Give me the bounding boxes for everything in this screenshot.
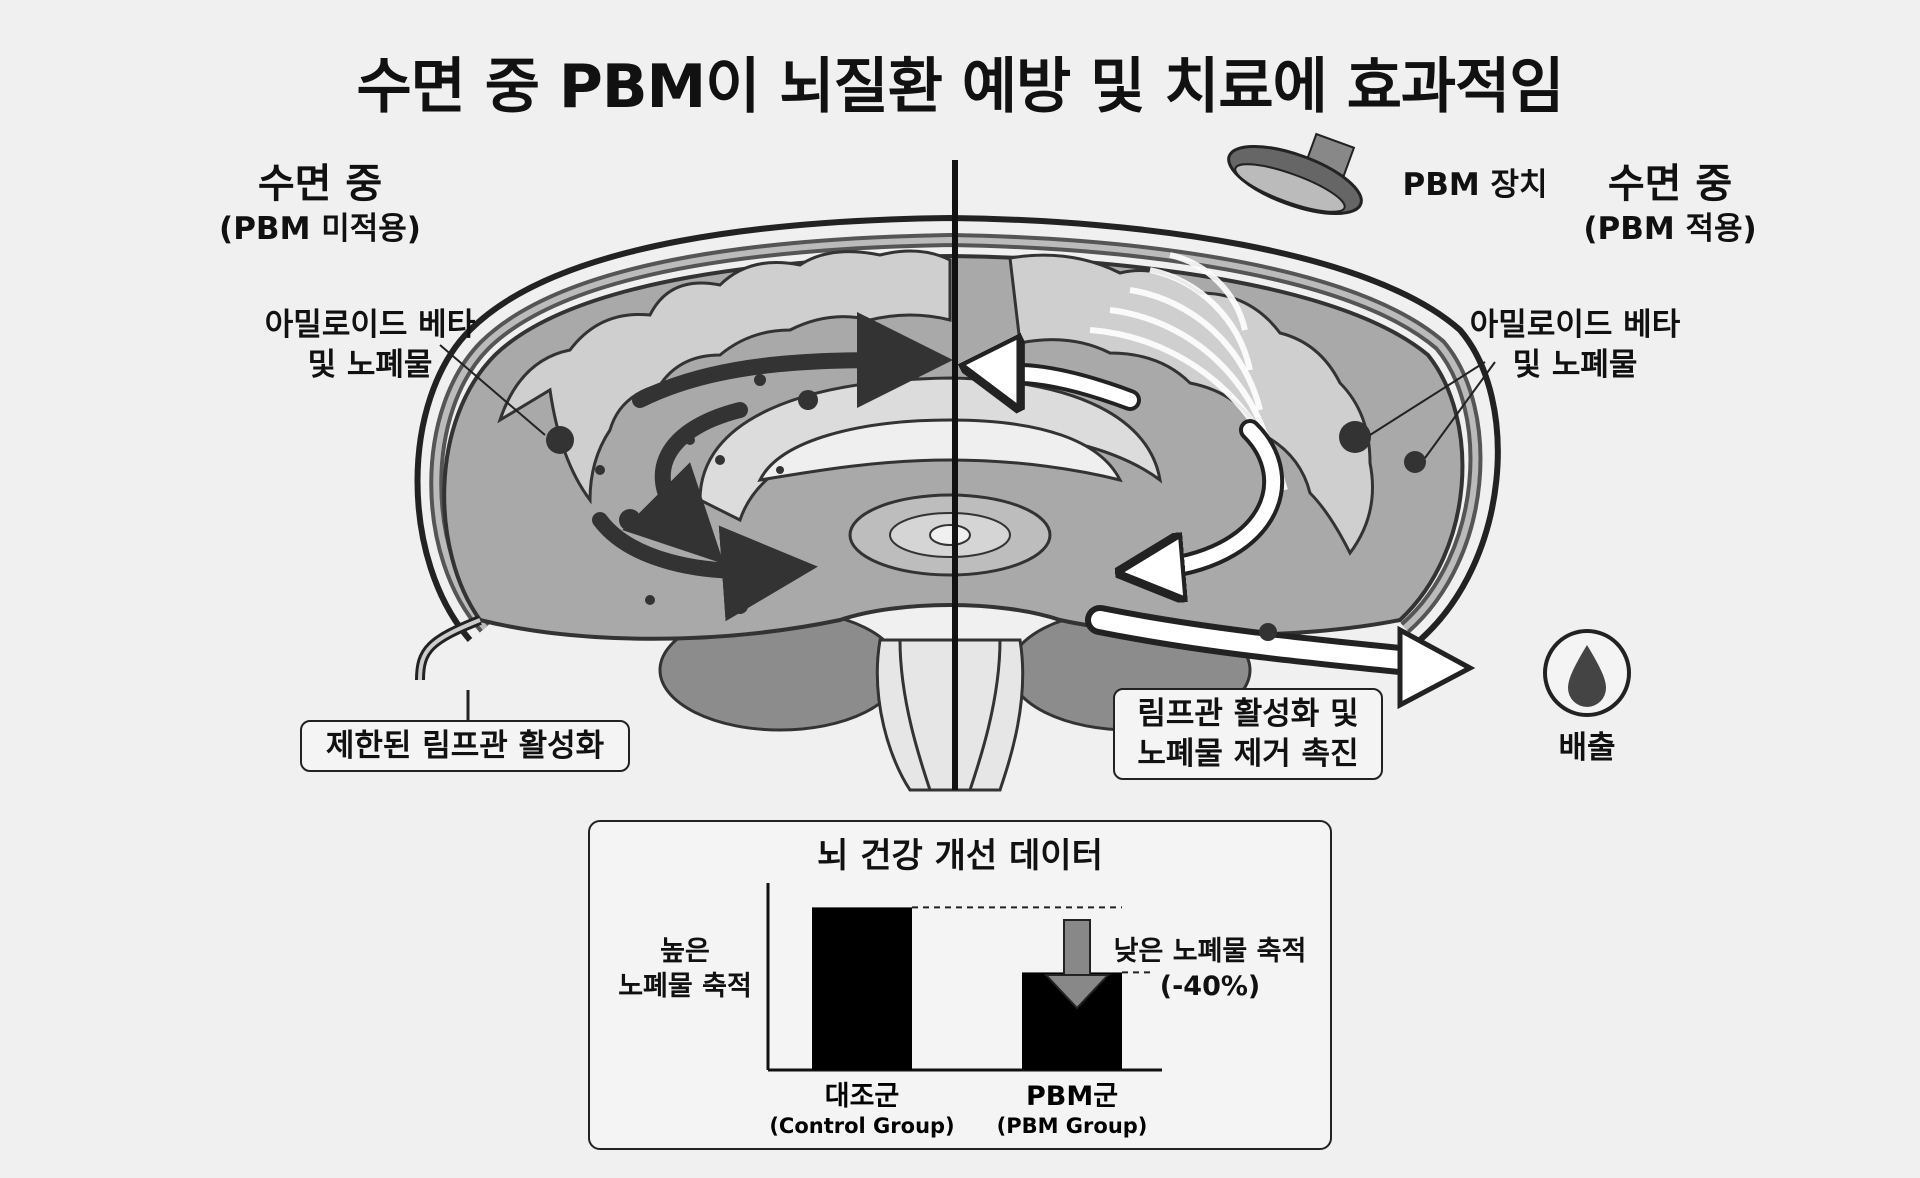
right-box-label: 림프관 활성화 및 노폐물 제거 촉진	[1113, 688, 1383, 780]
waste-particles-right	[1259, 421, 1426, 641]
drain-label: 배출	[1558, 730, 1616, 766]
page-title: 수면 중 PBM이 뇌질환 예방 및 치료에 효과적임	[356, 52, 1564, 122]
bar-control	[812, 907, 912, 1070]
high-accumulation-line2: 노폐물 축적	[618, 971, 752, 1002]
left-callout-line2: 및 노폐물	[307, 347, 433, 383]
brain-stem	[875, 638, 1025, 792]
left-box-label: 제한된 림프관 활성화	[300, 720, 630, 772]
low-accumulation-line2: (-40%)	[1159, 971, 1261, 1002]
x-tick-sublabel-1: (PBM Group)	[997, 1114, 1148, 1138]
right-callout-line1: 아밀로이드 베타	[1469, 307, 1681, 343]
x-tick-label-1: PBM군	[1026, 1081, 1118, 1112]
decrease-arrow-icon	[1043, 919, 1111, 1010]
x-tick-label-0: 대조군	[825, 1081, 900, 1112]
right-box-line2: 노폐물 제거 촉진	[1137, 736, 1359, 772]
droplet-icon	[1543, 629, 1631, 717]
csf-flow-arrows-left	[592, 312, 953, 622]
pbm-device-label: PBM 장치	[1402, 167, 1548, 203]
low-accumulation-line1: 낮은 노폐물 축적	[1113, 936, 1307, 967]
right-callout-line2: 및 노폐물	[1512, 347, 1638, 383]
panel-title: 뇌 건강 개선 데이터	[817, 836, 1103, 876]
right-box-line1: 림프관 활성화 및	[1137, 696, 1359, 732]
high-accumulation-line1: 높은	[660, 936, 710, 967]
left-heading: 수면 중	[257, 161, 383, 207]
callout-line-left	[439, 344, 546, 436]
right-subheading: (PBM 적용)	[1583, 211, 1757, 247]
waste-particles-left	[546, 374, 818, 614]
data-panel	[588, 820, 1332, 1150]
left-callout-line1: 아밀로이드 베타	[264, 307, 476, 343]
left-subheading: (PBM 미적용)	[219, 211, 421, 247]
thalamus	[848, 493, 1052, 577]
pbm-device-icon	[1227, 132, 1363, 216]
callout-lines-right	[1369, 361, 1496, 459]
brain-diagram	[414, 132, 1631, 792]
skull-outline	[414, 214, 1501, 643]
csf-flow-arrows-right	[1005, 374, 1476, 710]
x-tick-sublabel-0: (Control Group)	[769, 1114, 954, 1138]
right-heading: 수면 중	[1607, 161, 1733, 207]
